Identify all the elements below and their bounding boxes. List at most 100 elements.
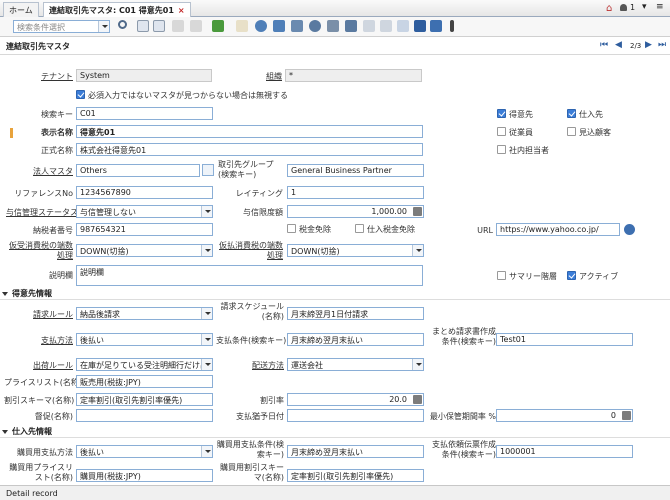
print-icon[interactable] bbox=[380, 20, 392, 32]
previous-record-icon[interactable]: ◀ bbox=[615, 40, 622, 50]
new-record-icon[interactable] bbox=[137, 20, 149, 32]
attachment-icon[interactable] bbox=[291, 20, 303, 32]
payment-grace-field[interactable] bbox=[287, 409, 424, 422]
chevron-down-icon[interactable] bbox=[98, 21, 109, 32]
undo-icon[interactable] bbox=[236, 20, 248, 32]
credit-limit-field[interactable]: 1,000.00 bbox=[287, 205, 424, 218]
delivery-via-select[interactable]: 運送会社 bbox=[287, 358, 424, 371]
discount-schema-field[interactable]: 定率割引(取引先割引率優先) bbox=[76, 393, 213, 406]
url-field[interactable]: https://www.yahoo.co.jp/ bbox=[496, 223, 620, 236]
home-icon[interactable]: ⌂ bbox=[606, 3, 613, 14]
chevron-down-icon[interactable] bbox=[201, 359, 212, 370]
payment-method-select[interactable]: 後払い bbox=[76, 333, 213, 346]
chevron-down-icon[interactable] bbox=[201, 206, 212, 217]
chevron-down-icon[interactable] bbox=[201, 245, 212, 256]
formal-name-field[interactable]: 株式会社得意先01 bbox=[76, 143, 423, 156]
search-condition-select[interactable]: 検索条件選択 bbox=[13, 20, 110, 33]
history-icon[interactable] bbox=[345, 20, 357, 32]
search-icon[interactable] bbox=[202, 164, 214, 176]
po-payment-method-label: 購買用支払方法 bbox=[17, 448, 73, 457]
corp-master-field[interactable]: Others bbox=[76, 164, 200, 177]
price-list-label: プライスリスト(名称) bbox=[4, 378, 83, 387]
pay-rounding-value: DOWN(切捨) bbox=[291, 247, 340, 256]
chevron-down-icon[interactable] bbox=[201, 308, 212, 319]
prospect-checkbox[interactable] bbox=[567, 127, 576, 136]
save-icon[interactable] bbox=[172, 20, 184, 32]
po-discount-schema-label: 購買用割引スキーマ(名称) bbox=[220, 463, 284, 482]
description-field[interactable]: 説明欄 bbox=[76, 265, 423, 286]
tag-icon[interactable] bbox=[430, 20, 442, 32]
chevron-down-icon[interactable] bbox=[412, 359, 423, 370]
pay-rounding-label: 仮払消費税の端数処理 bbox=[219, 241, 283, 260]
calculator-icon[interactable] bbox=[413, 395, 422, 404]
chevron-down-icon[interactable] bbox=[412, 245, 423, 256]
calculator-icon[interactable] bbox=[413, 207, 422, 216]
credit-status-select[interactable]: 与信管理しない bbox=[76, 205, 213, 218]
delivery-rule-select[interactable]: 在庫が足りている受注明細行だけ出荷 bbox=[76, 358, 213, 371]
search-icon[interactable] bbox=[118, 20, 127, 29]
payment-term-field[interactable]: 月末締め翌月末払い bbox=[287, 333, 424, 346]
ignore-missing-checkbox[interactable] bbox=[76, 90, 85, 99]
recv-rounding-value: DOWN(切捨) bbox=[80, 247, 129, 256]
vendor-section-header[interactable]: 仕入先情報 bbox=[2, 426, 52, 437]
payment-request-field[interactable]: 1000001 bbox=[496, 445, 633, 458]
tax-exempt-checkbox[interactable] bbox=[287, 224, 296, 233]
zoom-icon[interactable] bbox=[309, 20, 321, 32]
invoice-schedule-field[interactable]: 月末締翌月1日付請求 bbox=[287, 307, 424, 320]
grid-toggle-icon[interactable] bbox=[273, 20, 285, 32]
recv-rounding-label: 仮受消費税の端数処理 bbox=[9, 241, 73, 260]
consolidated-invoice-field[interactable]: Test01 bbox=[496, 333, 633, 346]
tax-no-field[interactable]: 987654321 bbox=[76, 223, 213, 236]
next-record-icon[interactable]: ▶ bbox=[645, 40, 652, 50]
po-payment-term-field[interactable]: 月末締め翌月末払い bbox=[287, 445, 424, 458]
credit-status-label: 与信管理ステータス bbox=[6, 208, 78, 217]
tenant-label: テナント bbox=[41, 72, 73, 81]
more-icon[interactable] bbox=[450, 20, 454, 32]
chevron-down-icon[interactable] bbox=[201, 334, 212, 345]
vendor-checkbox[interactable] bbox=[567, 109, 576, 118]
export-icon[interactable] bbox=[212, 20, 224, 32]
rating-field[interactable]: 1 bbox=[287, 186, 424, 199]
dunning-field[interactable] bbox=[76, 409, 213, 422]
discount-field[interactable]: 20.0 bbox=[287, 393, 424, 406]
tab-home[interactable]: ホーム bbox=[3, 2, 39, 17]
internal-staff-checkbox[interactable] bbox=[497, 145, 506, 154]
display-name-field[interactable]: 得意先01 bbox=[76, 125, 423, 138]
chevron-down-icon[interactable] bbox=[201, 446, 212, 457]
menu-icon[interactable]: ≡ bbox=[656, 2, 664, 12]
first-record-icon[interactable]: ⏮ bbox=[600, 40, 609, 50]
pay-rounding-select[interactable]: DOWN(切捨) bbox=[287, 244, 424, 257]
ref-no-field[interactable]: 1234567890 bbox=[76, 186, 213, 199]
tab-partner-master[interactable]: 連結取引先マスタ: C01 得意先01× bbox=[43, 2, 191, 18]
status-bar: Detail record bbox=[0, 485, 670, 500]
min-margin-field[interactable]: 0 bbox=[496, 409, 633, 422]
calculator-icon[interactable] bbox=[622, 411, 631, 420]
search-key-field[interactable]: C01 bbox=[76, 107, 213, 120]
copy-record-icon[interactable] bbox=[153, 20, 165, 32]
refresh-icon[interactable] bbox=[255, 20, 267, 32]
po-discount-schema-field[interactable]: 定率割引(取引先割引率優先) bbox=[287, 469, 424, 482]
globe-icon[interactable] bbox=[624, 224, 635, 235]
report-icon[interactable] bbox=[363, 20, 375, 32]
customer-checkbox[interactable] bbox=[497, 109, 506, 118]
arrow-down-icon[interactable] bbox=[414, 20, 426, 32]
close-icon[interactable]: × bbox=[177, 6, 185, 15]
active-checkbox[interactable] bbox=[567, 271, 576, 280]
recv-rounding-select[interactable]: DOWN(切捨) bbox=[76, 244, 213, 257]
po-payment-method-select[interactable]: 後払い bbox=[76, 445, 213, 458]
chevron-down-icon[interactable]: ▾ bbox=[642, 2, 647, 12]
summary-level-checkbox[interactable] bbox=[497, 271, 506, 280]
po-tax-exempt-checkbox[interactable] bbox=[355, 224, 364, 233]
bell-icon[interactable] bbox=[620, 4, 627, 11]
price-list-field[interactable]: 販売用(税抜:JPY) bbox=[76, 375, 213, 388]
customer-section-header[interactable]: 得意先情報 bbox=[2, 288, 52, 299]
delete-icon[interactable] bbox=[190, 20, 202, 32]
arrow-up-icon[interactable] bbox=[397, 20, 409, 32]
invoice-rule-select[interactable]: 納品後請求 bbox=[76, 307, 213, 320]
last-record-icon[interactable]: ⏭ bbox=[658, 40, 667, 50]
bp-group-field[interactable]: General Business Partner bbox=[287, 164, 424, 177]
employee-checkbox[interactable] bbox=[497, 127, 506, 136]
po-price-list-field[interactable]: 購買用(税抜:JPY) bbox=[76, 469, 213, 482]
chat-icon[interactable] bbox=[327, 20, 339, 32]
section-divider bbox=[0, 299, 670, 300]
